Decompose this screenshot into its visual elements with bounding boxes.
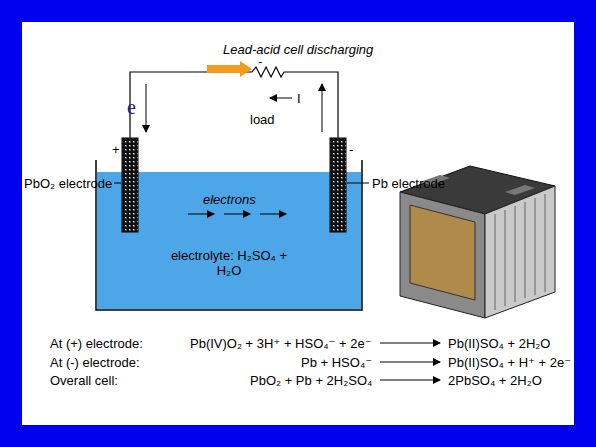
pbo2-electrode <box>122 138 138 232</box>
diagram-title: Lead-acid cell discharging <box>223 42 373 57</box>
reaction-arrow <box>380 362 440 363</box>
equation-heading: Overall cell: <box>50 373 118 388</box>
electron-arrow <box>322 84 323 132</box>
leader-line <box>114 183 121 184</box>
equation-heading: At (-) electrode: <box>50 355 140 370</box>
polarity-sign: - <box>349 142 353 157</box>
reaction-arrow <box>380 343 440 344</box>
equation-heading: At (+) electrode: <box>50 336 143 351</box>
beaker: electrons electrolyte: H₂SO₄ + H₂O <box>96 160 362 310</box>
electron-arrow <box>224 214 250 215</box>
equation-reactants: Pb + HSO₄⁻ <box>301 355 372 370</box>
polarity-sign: - <box>258 54 262 69</box>
electron-arrow <box>260 214 286 215</box>
polarity-sign: + <box>112 142 120 157</box>
equation-reactants: PbO₂ + Pb + 2H₂SO₄ <box>250 373 372 388</box>
equation-reactants: Pb(IV)O₂ + 3H⁺ + HSO₄⁻ + 2e⁻ <box>190 336 372 351</box>
equation-products: Pb(II)SO₄ + H⁺ + 2e⁻ <box>448 355 571 370</box>
current-arrow <box>270 98 292 99</box>
pb-electrode <box>330 138 346 232</box>
electrode-label: Pb electrode <box>372 176 445 191</box>
current-arrow <box>207 61 252 77</box>
equation-products: Pb(II)SO₄ + 2H₂O <box>448 336 550 351</box>
leader-line <box>347 183 369 184</box>
flow-label: electrons <box>203 192 256 207</box>
equation-products: 2PbSO₄ + 2H₂O <box>448 373 542 388</box>
electrolyte-label: electrolyte: H₂SO₄ + H₂O <box>169 248 289 278</box>
reaction-arrow <box>380 380 440 381</box>
electron-arrow <box>188 214 214 215</box>
load-label: load <box>250 112 275 127</box>
electron-symbol: e <box>127 97 136 117</box>
electrode-label: PbO₂ electrode <box>24 176 112 191</box>
current-symbol: I <box>297 91 301 106</box>
circuit-wire <box>130 67 338 138</box>
electron-arrow <box>146 84 147 132</box>
